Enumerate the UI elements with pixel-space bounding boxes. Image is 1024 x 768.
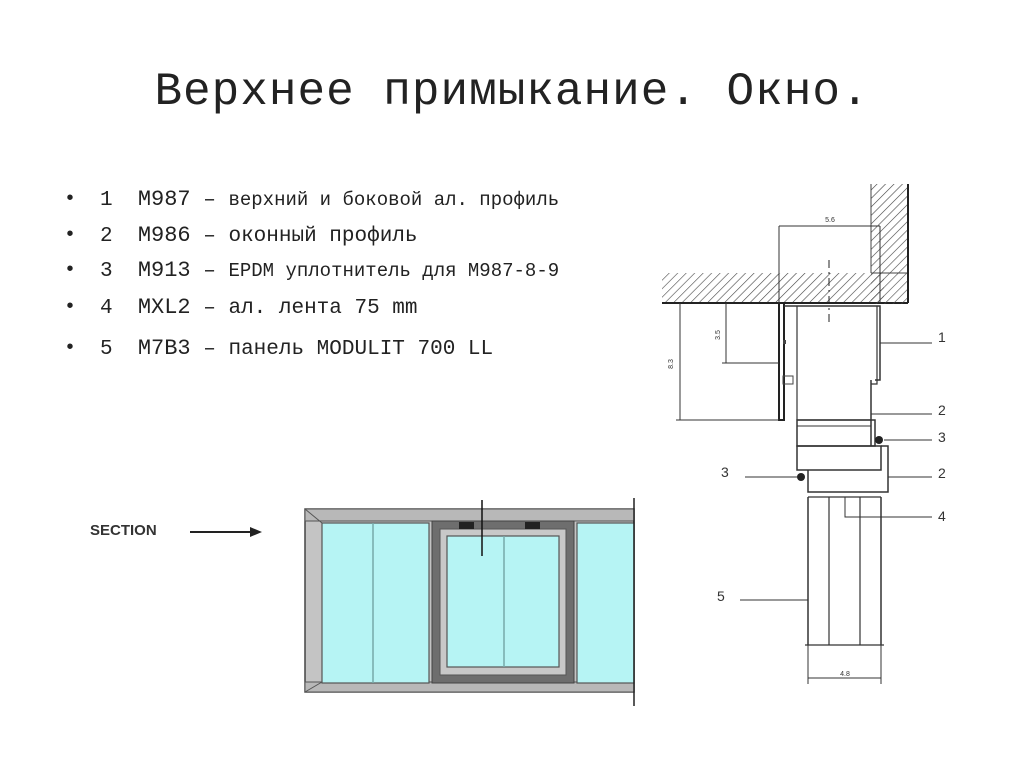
callout-4: 4	[938, 508, 946, 524]
section-detail: 5.6 4.8 8.3 3	[662, 184, 946, 684]
item-dash: –	[203, 225, 216, 248]
window-elevation	[304, 498, 635, 706]
glass-pane-right	[576, 522, 635, 684]
callout-5: 5	[717, 588, 725, 604]
item-description: оконный профиль	[228, 225, 418, 248]
callout-2: 2	[938, 465, 946, 481]
list-item: 5 M7B3 – панель MODULIT 700 LL	[62, 333, 622, 366]
dim-bottom-label: 4.8	[840, 671, 850, 678]
item-dash: –	[203, 297, 216, 320]
wall-hatch	[871, 184, 908, 304]
item-code: M986	[137, 223, 191, 248]
callout-3: 3	[938, 429, 946, 445]
dim-left-outer-label: 8.3	[668, 359, 675, 369]
component-list: 1 M987 – верхний и боковой ал. профиль 2…	[62, 184, 622, 366]
dim-left-inner-label: 3.5	[715, 330, 722, 340]
item-dash: –	[203, 338, 216, 361]
item-code: M987	[137, 187, 191, 212]
item-dash: –	[203, 189, 216, 212]
item-code: MXL2	[137, 295, 191, 320]
item-description: верхний и боковой ал. профиль	[228, 189, 560, 211]
callout-1: 1	[938, 329, 946, 345]
glass-pane-left	[321, 522, 430, 684]
list-item: 2 M986 – оконный профиль	[62, 220, 622, 253]
item-code: M913	[137, 258, 191, 283]
item-description: EPDM уплотнитель для M987-8-9	[228, 260, 560, 282]
item-number: 4	[100, 297, 113, 320]
item-description: панель MODULIT 700 LL	[228, 338, 494, 361]
item-number: 5	[100, 338, 113, 361]
item-code: M7B3	[137, 336, 191, 361]
dim-top-label: 5.6	[825, 217, 835, 224]
item-number: 2	[100, 225, 113, 248]
item-number: 1	[100, 189, 113, 212]
item-dash: –	[203, 260, 216, 283]
slide-title: Верхнее примыкание. Окно.	[154, 66, 870, 118]
list-item: 4 MXL2 – ал. лента 75 mm	[62, 292, 622, 325]
callout-2: 2	[938, 402, 946, 418]
list-item: 1 M987 – верхний и боковой ал. профиль	[62, 184, 622, 217]
item-number: 3	[100, 260, 113, 283]
list-item: 3 M913 – EPDM уплотнитель для M987-8-9	[62, 255, 622, 288]
ceiling-hatch	[662, 273, 884, 303]
item-description: ал. лента 75 mm	[228, 297, 418, 320]
section-label: SECTION	[90, 522, 157, 539]
glass-pane-center	[446, 535, 560, 668]
section-arrow	[190, 527, 262, 537]
callout-3: 3	[721, 464, 729, 480]
